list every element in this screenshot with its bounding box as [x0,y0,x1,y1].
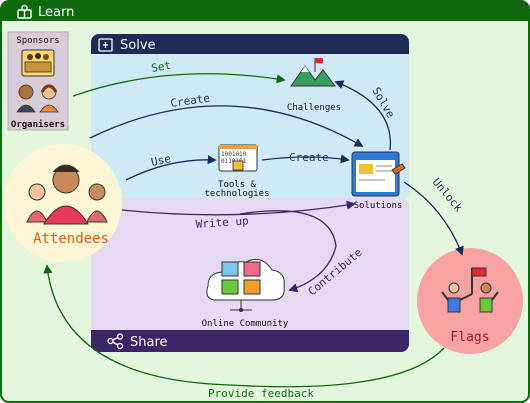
edge-use [125,155,217,181]
attendees-people-icon [26,164,108,225]
sponsors-label: Sponsors [16,36,59,46]
edge-set [72,73,286,97]
solutions-label: Solutions [354,201,403,211]
edge-label-provide-feedback: Provide feedback [208,387,314,400]
challenges-node: Challenges [287,58,341,113]
solutions-node: Solutions [351,151,406,211]
code-lock-icon: 1001010 0110101 [218,144,258,172]
flags-people-icon [441,267,499,313]
learn-icon [17,4,32,19]
tools-label-line-1: Tools & [218,180,257,190]
organisers-label: Organisers [11,119,65,130]
sponsors-organisers-card: Sponsors Organisers [7,31,69,131]
sponsors-podium-icon [21,49,55,77]
share-title: Share [130,335,168,350]
document-edit-icon [351,151,406,197]
solve-header-bar [91,34,409,54]
online-community-label: Online Community [202,319,289,329]
solve-title: Solve [120,38,156,53]
edge-label-create-top: Create [170,92,211,110]
cloud-community-icon [206,258,285,312]
mountain-flag-icon [290,58,336,87]
puzzle-icon [98,38,113,52]
learn-title: Learn [38,5,74,20]
edge-label-use: Use [150,152,172,169]
tools-label-line-2: technologies [204,189,269,199]
tools-node: 1001010 0110101 Tools & technologies [204,144,270,199]
share-header-bar [91,330,409,352]
edge-create-mid [261,154,350,164]
flags-node: Flags [417,248,523,354]
challenges-label: Challenges [287,103,341,113]
attendees-node: Attendees [4,144,122,262]
attendees-label: Attendees [33,231,109,247]
learn-header-bar [1,1,529,21]
edge-write-up [121,200,356,216]
share-nodes-icon [107,333,124,350]
tools-code-line-1: 1001010 [221,151,247,158]
edge-contribute [239,210,337,293]
edge-create-top [89,105,364,147]
edge-unlock [403,181,464,256]
edge-provide-feedback [43,264,445,388]
edge-label-create-mid: Create [289,151,329,164]
flags-label: Flags [450,330,489,345]
online-community-node: Online Community [202,258,289,329]
edge-label-set: Set [150,59,172,75]
edge-label-write-up: Write up [195,214,249,231]
organisers-people-icon [16,84,59,113]
edge-solve [334,80,392,151]
